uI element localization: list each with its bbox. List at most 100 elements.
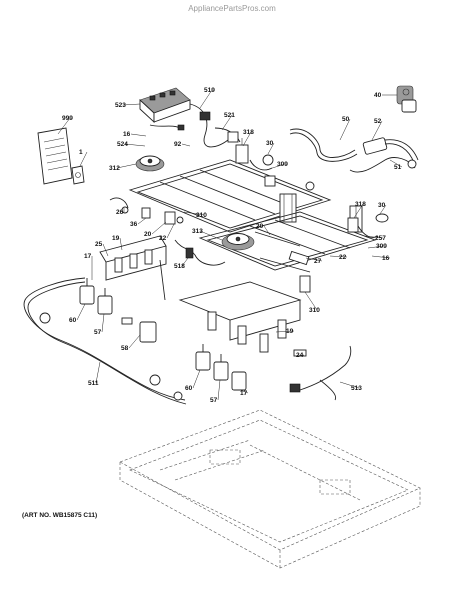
callout-leader-line: [265, 163, 286, 171]
callout-leader-line: [101, 313, 105, 333]
part-callout-label: 60: [185, 385, 193, 392]
ignition-switch-parts: [109, 197, 184, 225]
callout-leader-line: [166, 223, 175, 239]
part-callout-label: 19: [112, 235, 120, 242]
callout-leader-line: [76, 303, 86, 321]
callout-leader-line: [119, 237, 123, 251]
part-callout-label: 312: [109, 165, 120, 172]
part-callout-label: 513: [351, 385, 362, 392]
callout-leader-line: [339, 381, 360, 389]
valve-bracket-left: [99, 235, 167, 301]
part-callout-label: 24: [296, 352, 304, 359]
callout-leader-line: [183, 211, 205, 216]
igniter-upper: [235, 138, 274, 171]
callout-leader-line: [379, 204, 387, 215]
wire-harness-valves: [23, 277, 187, 405]
callout-leader-line: [181, 143, 191, 147]
wire-jumper: [149, 124, 185, 131]
burner-head-center: [221, 233, 255, 251]
gas-manifold-pipe: [289, 128, 419, 173]
watermark: AppliancePartsPros.com: [188, 4, 276, 13]
part-callout-label: 92: [174, 141, 182, 148]
callout-leader-line: [339, 118, 351, 141]
control-board: [139, 87, 191, 124]
gas-valves-left: [79, 278, 157, 343]
callout-leader-line: [217, 379, 221, 401]
callout-leader-line: [124, 143, 146, 147]
part-callout-label: 51: [394, 164, 402, 171]
callout-leader-line: [128, 334, 141, 349]
callout-leader-line: [305, 257, 323, 262]
part-callout-label: 26: [116, 209, 124, 216]
burner-tubes-lower: [254, 231, 311, 293]
callout-leader-line: [267, 142, 275, 155]
part-callout-label: 22: [159, 235, 167, 242]
part-callout-label: 22: [339, 254, 347, 261]
callout-leader-line: [137, 217, 147, 225]
callout-leader-line: [389, 159, 403, 168]
part-callout-label: 309: [376, 243, 387, 250]
part-callout-label: 318: [355, 201, 366, 208]
burner-box-frame-lower: [198, 205, 377, 271]
callout-leader-line: [199, 89, 213, 109]
part-callout-label: 310: [196, 212, 207, 219]
part-callout-label: 27: [314, 258, 322, 265]
callout-leader-line: [353, 203, 364, 219]
part-callout-label: 50: [342, 116, 350, 123]
part-callout-label: 16: [123, 131, 131, 138]
wire-harness-upper: [189, 103, 241, 148]
gas-valves-lower: [195, 344, 247, 391]
part-callout-label: 310: [309, 307, 320, 314]
part-callout-label: 60: [69, 317, 77, 324]
part-callout-label: 52: [374, 118, 382, 125]
callout-leader-line: [181, 257, 189, 267]
callout-leader-line: [199, 230, 223, 241]
callout-leader-line: [151, 221, 167, 235]
part-callout-label: 57: [210, 397, 218, 404]
callout-leader-line: [242, 131, 252, 147]
cooktop-outline: [119, 409, 421, 569]
part-callout-label: 511: [88, 380, 99, 387]
callout-leader-line: [329, 255, 348, 258]
part-callout-label: 20: [144, 231, 152, 238]
callout-leader-line: [371, 120, 383, 141]
callout-leader-line: [371, 255, 391, 259]
callout-leader-line: [263, 225, 271, 236]
callout-leader-line: [130, 133, 147, 137]
hardware-card: [71, 165, 85, 185]
burner-head-rear-left: [135, 155, 165, 172]
part-callout-label: 30: [378, 202, 386, 209]
callout-leader-line: [295, 354, 305, 357]
part-callout-label: 999: [62, 115, 73, 122]
part-callout-label: 58: [121, 345, 129, 352]
callout-leader-line: [57, 117, 71, 135]
valve-bracket-right: [178, 281, 302, 353]
callout-leader-line: [79, 151, 88, 167]
part-callout-label: 521: [224, 112, 235, 119]
part-callout-label: 309: [277, 161, 288, 168]
burner-box-frame-upper: [128, 159, 332, 233]
manual-booklet: [37, 127, 73, 185]
part-callout-label: 57: [94, 329, 102, 336]
part-callout-label: 16: [382, 255, 390, 262]
part-callout-label: 25: [95, 241, 103, 248]
part-callout-label: 30: [266, 140, 274, 147]
part-callout-label: 519: [204, 87, 215, 94]
part-callout-label: 313: [192, 228, 203, 235]
callout-leader-line: [221, 114, 233, 131]
part-callout-label: 17: [240, 390, 248, 397]
part-callout-label: 523: [115, 102, 126, 109]
callout-leader-line: [95, 361, 101, 384]
callout-leader-line: [192, 369, 201, 389]
part-callout-label: 19: [286, 328, 294, 335]
part-callout-label: 1: [79, 149, 83, 156]
callout-leader-line: [304, 291, 318, 311]
part-callout-label: 36: [130, 221, 138, 228]
callout-leader-line: [122, 103, 141, 106]
part-callout-label: 257: [375, 235, 386, 242]
callout-leader-line: [116, 163, 137, 169]
callout-leader-line: [367, 245, 385, 249]
callout-leader-line: [239, 389, 249, 394]
